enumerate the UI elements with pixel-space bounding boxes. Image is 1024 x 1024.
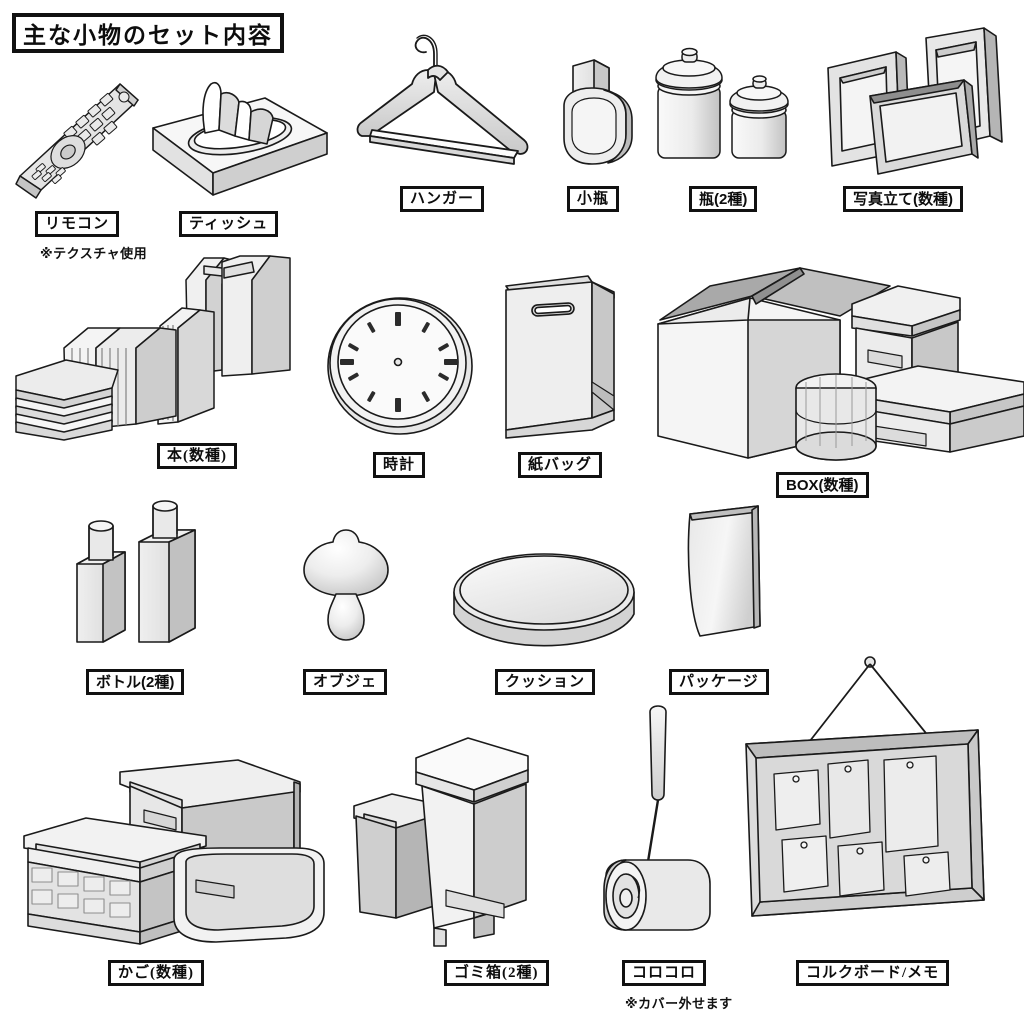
caption-baskets-text: かご(数種) [118, 964, 194, 981]
illustration-hanger [348, 18, 548, 188]
caption-objet: オブジェ [303, 669, 388, 695]
caption-tissue-text: ティッシュ [189, 215, 269, 232]
caption-box: BOX(数種) [776, 472, 869, 498]
caption-baskets: かご(数種) [108, 960, 204, 986]
caption-bottles: ボトル(2種) [86, 669, 185, 695]
caption-books-text: 本(数種) [167, 447, 227, 464]
caption-photo-frames-text: 写真立て(数種) [853, 190, 953, 208]
caption-jars: 瓶(2種) [689, 186, 758, 212]
caption-jars-text: 瓶(2種) [699, 190, 748, 208]
illustration-clock [320, 290, 480, 440]
illustration-jars [640, 44, 800, 190]
note-remote: ※テクスチャ使用 [40, 246, 148, 261]
caption-small-bottle: 小瓶 [567, 186, 620, 212]
caption-objet-text: オブジェ [313, 673, 378, 690]
caption-books: 本(数種) [157, 443, 237, 469]
caption-photo-frames: 写真立て(数種) [843, 186, 963, 212]
caption-small-bottle-text: 小瓶 [577, 190, 610, 207]
caption-lint-roller: コロコロ [622, 960, 707, 986]
caption-hanger: ハンガー [400, 186, 485, 212]
illustration-lint-roller [592, 700, 732, 950]
caption-package: パッケージ [669, 669, 769, 695]
caption-remote: リモコン [35, 211, 120, 237]
caption-cushion-text: クッション [505, 673, 586, 690]
illustration-small-bottle [542, 50, 648, 190]
illustration-box-group [640, 258, 1024, 468]
illustration-tissue [145, 78, 335, 203]
note-lint-roller: ※カバー外せます [625, 996, 733, 1011]
caption-paper-bag: 紙バッグ [518, 452, 603, 478]
illustration-baskets [10, 752, 350, 952]
caption-paper-bag-text: 紙バッグ [528, 456, 593, 473]
illustration-remote [8, 80, 148, 200]
caption-lint-roller-text: コロコロ [632, 964, 697, 981]
illustration-objet [288, 524, 404, 648]
caption-box-text: BOX(数種) [786, 476, 859, 494]
illustration-cushion [446, 548, 642, 656]
illustration-paper-bag [492, 270, 632, 440]
caption-cork-board: コルクボード/メモ [796, 960, 950, 986]
caption-clock-text: 時計 [383, 456, 416, 473]
illustration-trash-bins [348, 722, 598, 956]
caption-cushion: クッション [495, 669, 596, 695]
sheet-title-box: 主な小物のセット内容 [12, 13, 284, 53]
illustration-bottles [55, 500, 225, 650]
caption-trash-bins: ゴミ箱(2種) [444, 960, 549, 986]
caption-trash-bins-text: ゴミ箱(2種) [454, 964, 539, 981]
caption-clock: 時計 [373, 452, 426, 478]
caption-remote-text: リモコン [45, 215, 110, 232]
illustration-package [668, 502, 780, 648]
caption-tissue: ティッシュ [179, 211, 279, 237]
caption-package-text: パッケージ [679, 673, 759, 690]
caption-hanger-text: ハンガー [410, 190, 475, 207]
caption-cork-board-text: コルクボード/メモ [806, 964, 940, 981]
illustration-photo-frames [818, 24, 1008, 194]
page-title: 主な小物のセット内容 [23, 23, 273, 48]
illustration-cork-board [716, 648, 1016, 948]
caption-bottles-text: ボトル(2種) [96, 673, 175, 691]
illustration-books [8, 252, 328, 442]
